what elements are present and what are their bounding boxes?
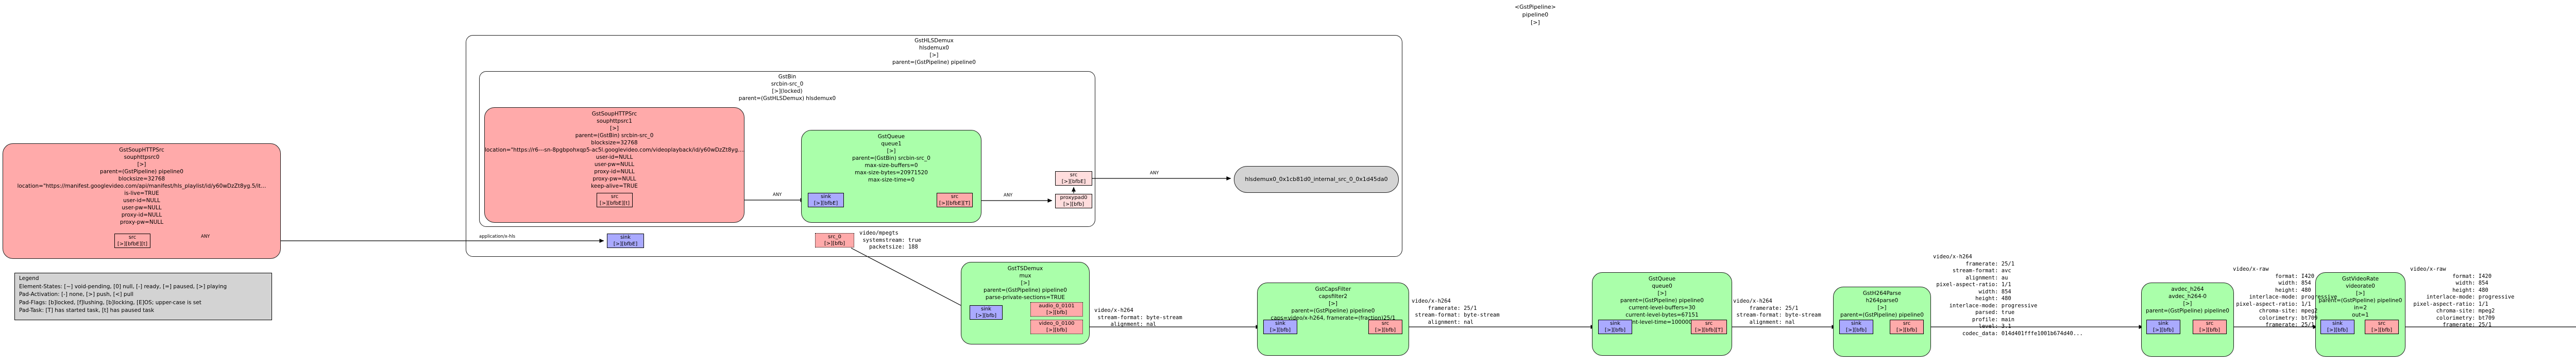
caps-raw-i420-2: video/x-raw format: I420 width: 854 heig… bbox=[2410, 266, 2515, 328]
pad-avdec-src: src [>][bfb] bbox=[2193, 320, 2227, 334]
cluster-srcbin-src-0 bbox=[479, 71, 1095, 227]
legend: Legend Element-States: [~] void-pending,… bbox=[14, 273, 272, 320]
pad-queue1-src: src [>][bfbE][T] bbox=[937, 193, 973, 207]
pad-capsfilter2-sink: sink [>][bfb] bbox=[1263, 320, 1297, 334]
cluster-hlsdemux0-title: GstHLSDemux hlsdemux0 [>] parent=(GstPip… bbox=[892, 38, 976, 65]
pad-queue0-sink: sink [>][bfb] bbox=[1598, 320, 1632, 334]
caps-h264-framerate-1: video/x-h264 framerate: 25/1 stream-form… bbox=[1412, 298, 1500, 325]
pad-videorate0-src: src [>][bfb] bbox=[2365, 320, 2399, 334]
pad-proxypad0: proxypad0 [>][bfb] bbox=[1055, 194, 1092, 208]
caps-h264-parsed: video/x-h264 framerate: 25/1 stream-form… bbox=[1933, 254, 2083, 337]
cluster-srcbin-src-0-title: GstBin srcbin-src_0 [>](locked) parent=(… bbox=[738, 74, 836, 102]
caps-raw-i420-1: video/x-raw format: I420 width: 854 heig… bbox=[2233, 266, 2337, 328]
edge-label-any-1: ANY bbox=[201, 234, 210, 239]
edge-label-any-2: ANY bbox=[773, 192, 782, 197]
edge-5 bbox=[851, 248, 967, 309]
caps-mpegts: video/mpegts systemstream: true packetsi… bbox=[859, 230, 922, 250]
element-queue1: GstQueue queue1 [>] parent=(GstBin) srcb… bbox=[801, 130, 981, 223]
pad-videorate0-sink: sink [>][bfb] bbox=[2320, 320, 2354, 334]
pad-tsdemux-video-0-0100: video_0_0100 [>][bfb] bbox=[1030, 320, 1083, 334]
caps-h264-bytestream: video/x-h264 stream-format: byte-stream … bbox=[1094, 307, 1182, 327]
pipeline-title: <GstPipeline> pipeline0 [>] bbox=[1514, 4, 1556, 26]
pad-queue1-sink: sink [>][bfbE] bbox=[808, 193, 844, 207]
pad-tsdemux-sink: sink [>][bfb] bbox=[970, 305, 1003, 320]
element-videorate0: GstVideoRate videorate0 [>] parent=(GstP… bbox=[2315, 272, 2405, 357]
pad-souphttpsrc0-src: src [>][bfbE][t] bbox=[114, 234, 150, 248]
pad-h264parse0-src: src [>][bfb] bbox=[1890, 320, 1924, 334]
pad-srcbin-ghost-src: src [>][bfbE] bbox=[1055, 171, 1092, 186]
edge-label-any-4: ANY bbox=[1150, 171, 1159, 176]
pad-queue0-src: src [>][bfb][T] bbox=[1691, 320, 1727, 334]
pad-avdec-sink: sink [>][bfb] bbox=[2146, 320, 2180, 334]
node-hlsdemux-internal-src: hlsdemux0_0x1cb81d0_internal_src_0_0x1d4… bbox=[1234, 166, 1399, 193]
pad-hlsdemux-src-0: src_0 [>][bfb] bbox=[815, 233, 854, 248]
cluster-hlsdemux0 bbox=[466, 35, 1402, 257]
element-queue0: GstQueue queue0 [>] parent=(GstPipeline)… bbox=[1592, 272, 1732, 356]
pad-tsdemux-audio-0-0101: audio_0_0101 [>][bfb] bbox=[1030, 302, 1083, 317]
edge-label-any-3: ANY bbox=[1004, 193, 1013, 198]
caps-h264-framerate-2: video/x-h264 framerate: 25/1 stream-form… bbox=[1733, 298, 1821, 325]
pad-souphttpsrc1-src: src [>][bfbE][t] bbox=[597, 193, 633, 207]
pad-capsfilter2-src: src [>][bfb] bbox=[1368, 320, 1402, 334]
element-capsfilter2: GstCapsFilter capsfilter2 [>] parent=(Gs… bbox=[1257, 283, 1409, 356]
pad-hlsdemux-sink: sink [>][bfbE] bbox=[607, 234, 644, 248]
edge-label-hls-caps: application/x-hls bbox=[479, 234, 516, 239]
pad-h264parse0-sink: sink [>][bfb] bbox=[1839, 320, 1873, 334]
